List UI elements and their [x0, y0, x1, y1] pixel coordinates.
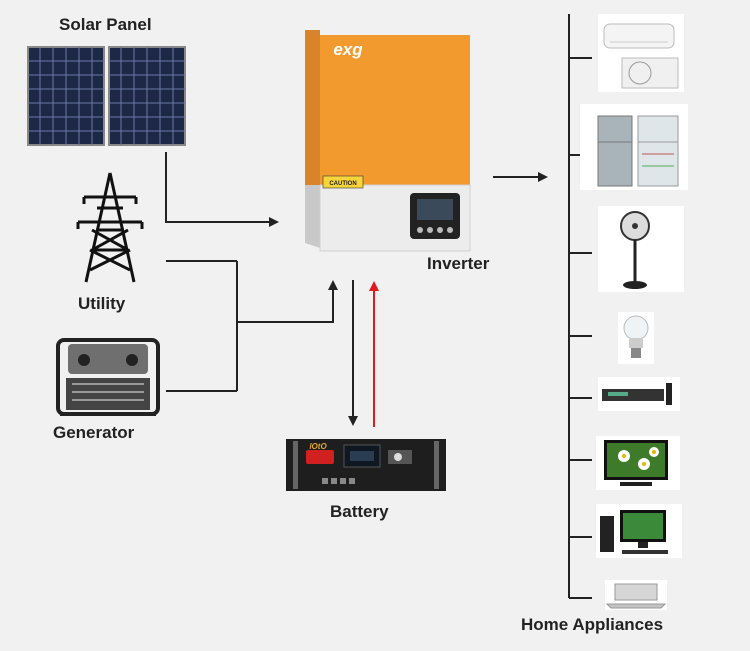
- home-appliances-label: Home Appliances: [521, 615, 664, 634]
- appliance-desktop-computer: [596, 504, 682, 558]
- generator-icon: [56, 338, 160, 416]
- solar-to-inverter-arrow: [165, 152, 279, 227]
- appliance-television: [596, 436, 680, 490]
- battery-device: lOtO: [286, 439, 446, 491]
- connection-lines: [165, 14, 592, 599]
- appliance-stand-fan: [598, 206, 684, 292]
- inverter-brand-logo: exg: [333, 40, 363, 59]
- appliance-dvd-player: [598, 377, 680, 411]
- utility-label: Utility: [78, 294, 126, 313]
- inverter-caution-label: CAUTION: [329, 181, 356, 187]
- appliance-light-bulb: [618, 312, 654, 364]
- appliance-air-conditioner: [598, 14, 684, 92]
- solar-panel-icon: [27, 46, 186, 146]
- utility-generator-to-inverter-arrow: [237, 280, 338, 323]
- generator-label: Generator: [53, 423, 135, 442]
- solar-panel-label: Solar Panel: [59, 15, 152, 34]
- inverter-device: CAUTION exg: [305, 30, 471, 252]
- battery-label: Battery: [330, 502, 389, 521]
- appliance-refrigerator: [580, 104, 688, 190]
- utility-tower-icon: [76, 172, 144, 283]
- battery-brand-logo: lOtO: [309, 442, 327, 451]
- inverter-label: Inverter: [427, 254, 490, 273]
- appliance-laptop: [605, 580, 667, 610]
